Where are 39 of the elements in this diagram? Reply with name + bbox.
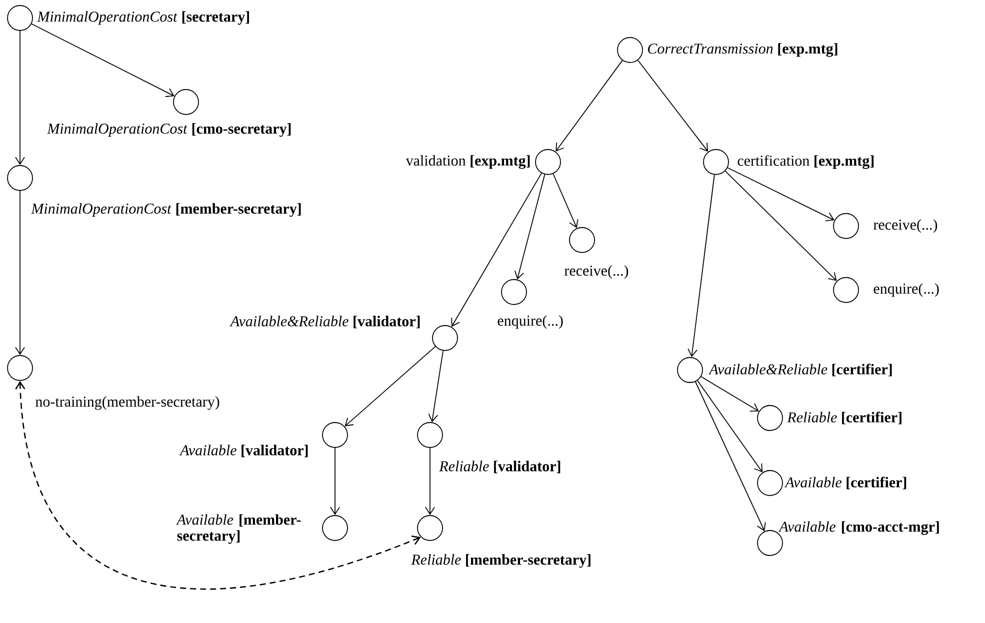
goal-label: CorrectTransmission [exp.mtg] bbox=[648, 43, 838, 57]
arrow bbox=[451, 172, 542, 327]
arrow bbox=[697, 380, 763, 472]
goal-label: certification [exp.mtg] bbox=[738, 155, 874, 169]
arrow bbox=[514, 174, 546, 280]
arrow bbox=[688, 174, 715, 358]
arrow bbox=[637, 60, 708, 152]
arrow bbox=[428, 350, 444, 422]
goal-label: Reliable [certifier] bbox=[787, 412, 902, 424]
goal-label: no-training(member-secretary) bbox=[36, 396, 220, 410]
goal-label: Available&Reliable [validator] bbox=[230, 316, 420, 328]
arrow bbox=[695, 381, 766, 532]
goal-label: Reliable [member-secretary] bbox=[411, 554, 590, 568]
goal-label: receive(...) bbox=[564, 265, 628, 279]
goal-label: enquire(...) bbox=[498, 315, 563, 329]
arrow bbox=[31, 23, 174, 98]
dashed-arrow bbox=[15, 380, 421, 590]
goal-label: Available [member-secretary] bbox=[176, 514, 301, 544]
arrow bbox=[344, 346, 436, 426]
goal-label: MinimalOperationCost [secretary] bbox=[37, 11, 249, 25]
goal-label: Reliable [validator] bbox=[439, 460, 560, 474]
arrow bbox=[700, 376, 759, 412]
arrow bbox=[552, 173, 578, 228]
goal-label: MinimalOperationCost [member-secretary] bbox=[31, 203, 301, 217]
goal-label: enquire(...) bbox=[874, 283, 939, 297]
goal-label: Available [validator] bbox=[179, 444, 308, 458]
arrow bbox=[15, 30, 25, 166]
goal-label: MinimalOperationCost [cmo-secretary] bbox=[47, 123, 291, 137]
goal-label: Available [cmo-acct-mgr] bbox=[778, 521, 939, 535]
arrow bbox=[15, 190, 25, 356]
arrow bbox=[727, 167, 834, 222]
goal-label: Available [certifier] bbox=[784, 476, 906, 490]
arrow bbox=[425, 448, 435, 516]
arrow bbox=[724, 170, 837, 281]
arrow bbox=[330, 448, 340, 516]
goal-label: Available&Reliable [certifier] bbox=[708, 364, 892, 376]
goal-label: validation [exp.mtg] bbox=[406, 155, 530, 169]
goal-label: receive(...) bbox=[874, 219, 938, 233]
arrow bbox=[556, 60, 623, 152]
